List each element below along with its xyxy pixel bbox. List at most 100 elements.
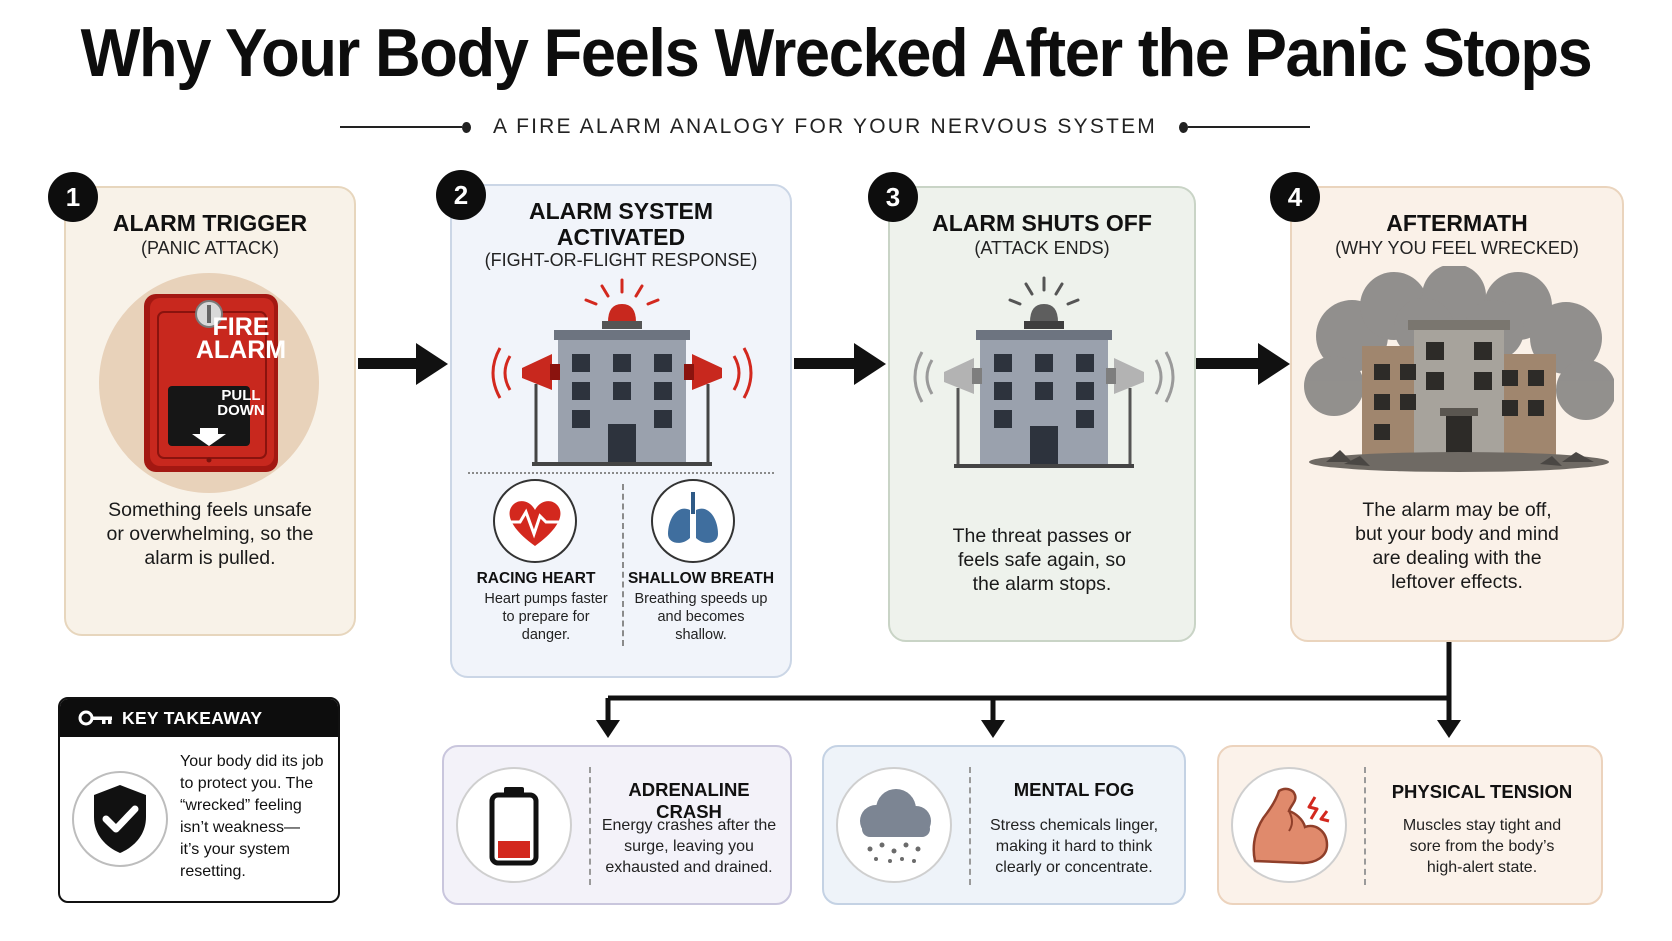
step-subtitle: (WHY YOU FEEL WRECKED) bbox=[1335, 238, 1579, 258]
effect-description: Muscles stay tight and sore from the bod… bbox=[1369, 815, 1595, 878]
step-title: AFTERMATH bbox=[1386, 210, 1528, 236]
fire-alarm-sign: FIRE ALARM bbox=[130, 313, 352, 364]
step-title-line: ACTIVATED bbox=[556, 224, 686, 250]
desc-line: Breathing speeds up bbox=[634, 591, 768, 607]
desc-line: the alarm stops. bbox=[972, 573, 1112, 595]
step-description: Something feels unsafe or overwhelming, … bbox=[66, 498, 354, 570]
takeaway-line: resetting. bbox=[180, 863, 246, 880]
takeaway-line: Your body did its job bbox=[180, 753, 324, 770]
step-card-alarm-shuts-off: ALARM SHUTS OFF (ATTACK ENDS) bbox=[888, 186, 1196, 642]
megaphone-left-off-icon bbox=[913, 351, 982, 464]
key-takeaway-box: KEY TAKEAWAY Your body did its job to pr… bbox=[58, 697, 340, 903]
desc-line: leftover effects. bbox=[1391, 571, 1523, 593]
effect-card-physical-tension: PHYSICAL TENSION Muscles stay tight and … bbox=[1217, 745, 1603, 905]
step-title: ALARM TRIGGER bbox=[112, 210, 308, 236]
key-takeaway-label: KEY TAKEAWAY bbox=[122, 708, 263, 728]
arrow-3-to-4 bbox=[1196, 343, 1290, 385]
desc-line: making it hard to think bbox=[995, 838, 1153, 855]
key-icon bbox=[78, 710, 112, 726]
shield-check-icon bbox=[72, 771, 168, 867]
desc-line: Stress chemicals linger, bbox=[989, 817, 1159, 834]
megaphone-right-icon bbox=[684, 347, 753, 462]
desc-line: sore from the body’s bbox=[1409, 838, 1555, 855]
page-subtitle: A FIRE ALARM ANALOGY FOR YOUR NERVOUS SY… bbox=[493, 115, 1157, 138]
desc-line: feels safe again, so bbox=[957, 549, 1127, 571]
storm-cloud-icon bbox=[860, 789, 931, 863]
pull-down-label-line: DOWN bbox=[217, 402, 265, 419]
step-description: The alarm may be off, but your body and … bbox=[1292, 498, 1622, 594]
aftermath-branch-lines bbox=[605, 642, 1452, 722]
effect-icon-frame bbox=[456, 767, 572, 883]
desc-line: Something feels unsafe bbox=[108, 499, 312, 521]
fire-alarm-sign-line: ALARM bbox=[195, 336, 287, 364]
takeaway-line: to protect you. The bbox=[180, 775, 314, 792]
step-title: ALARM SHUTS OFF bbox=[932, 210, 1152, 236]
megaphone-right-off-icon bbox=[1106, 351, 1175, 464]
symptom-divider bbox=[622, 484, 624, 646]
racing-heart-icon bbox=[493, 479, 577, 563]
megaphone-left-icon bbox=[491, 347, 560, 462]
fire-alarm-sign-line: FIRE bbox=[212, 313, 270, 341]
symptom-description: Heart pumps faster to prepare for danger… bbox=[466, 590, 626, 644]
subtitle-dot-left bbox=[462, 121, 472, 133]
effect-description: Stress chemicals linger, making it hard … bbox=[974, 815, 1174, 878]
arrow-1-to-2 bbox=[358, 343, 448, 385]
effect-divider bbox=[589, 767, 591, 885]
aftermath-branch-arrowheads bbox=[596, 720, 1461, 738]
pull-down-label: PULL DOWN bbox=[130, 388, 352, 418]
dotted-divider bbox=[468, 472, 774, 474]
takeaway-line: “wrecked” feeling bbox=[180, 797, 302, 814]
desc-line: Muscles stay tight and bbox=[1402, 817, 1562, 834]
step-title: ALARM SYSTEM ACTIVATED bbox=[452, 198, 790, 250]
desc-line: danger. bbox=[521, 627, 571, 643]
symptom-description: Breathing speeds up and becomes shallow. bbox=[620, 590, 782, 644]
effect-icon-frame bbox=[1231, 767, 1347, 883]
effect-icon-frame bbox=[836, 767, 952, 883]
symptom-title: SHALLOW BREATH bbox=[627, 570, 775, 587]
desc-line: are dealing with the bbox=[1372, 547, 1542, 569]
desc-line: but your body and mind bbox=[1355, 523, 1559, 545]
pull-down-label-line: PULL bbox=[221, 387, 261, 404]
effect-title: MENTAL FOG bbox=[1013, 779, 1135, 800]
desc-line: to prepare for bbox=[502, 609, 590, 625]
takeaway-line: isn’t weakness— bbox=[180, 819, 301, 836]
building-alarm-active-icon bbox=[491, 278, 753, 466]
key-takeaway-text: Your body did its job to protect you. Th… bbox=[180, 751, 336, 883]
effect-divider bbox=[969, 767, 971, 885]
battery-low-icon bbox=[489, 787, 539, 866]
effect-card-adrenaline-crash: ADRENALINE CRASH Energy crashes after th… bbox=[442, 745, 792, 905]
step-number-badge: 4 bbox=[1270, 172, 1320, 222]
key-takeaway-header: KEY TAKEAWAY bbox=[60, 699, 338, 737]
effect-card-mental-fog: MENTAL FOG Stress chemicals linger, maki… bbox=[822, 745, 1186, 905]
subtitle-rule-left bbox=[340, 126, 463, 128]
desc-line: clearly or concentrate. bbox=[995, 859, 1153, 876]
effect-divider bbox=[1364, 767, 1366, 885]
desc-line: or overwhelming, so the bbox=[106, 523, 314, 545]
desc-line: surge, leaving you bbox=[624, 838, 754, 855]
takeaway-line: it’s your system bbox=[180, 841, 290, 858]
lungs-icon bbox=[651, 479, 735, 563]
step-title-line: ALARM SYSTEM bbox=[529, 198, 713, 224]
building-alarm-off-icon bbox=[913, 276, 1175, 468]
effect-title: ADRENALINE CRASH bbox=[628, 779, 750, 822]
desc-line: The threat passes or bbox=[952, 525, 1132, 547]
effect-description: Energy crashes after the surge, leaving … bbox=[594, 815, 784, 878]
desc-line: alarm is pulled. bbox=[144, 547, 276, 569]
desc-line: The alarm may be off, bbox=[1362, 499, 1552, 521]
arrow-2-to-3 bbox=[794, 343, 886, 385]
step-card-aftermath: AFTERMATH (WHY YOU FEEL WRECKED) bbox=[1290, 186, 1624, 642]
step-number-badge: 2 bbox=[436, 170, 486, 220]
step-card-alarm-trigger: ALARM TRIGGER (PANIC ATTACK) FIRE ALARM … bbox=[64, 186, 356, 636]
step-description: The threat passes or feels safe again, s… bbox=[890, 524, 1194, 596]
desc-line: Energy crashes after the bbox=[601, 817, 777, 834]
flexed-arm-icon bbox=[1252, 787, 1330, 865]
step-number-badge: 3 bbox=[868, 172, 918, 222]
step-card-alarm-activated: ALARM SYSTEM ACTIVATED (FIGHT-OR-FLIGHT … bbox=[450, 184, 792, 678]
effect-title: PHYSICAL TENSION bbox=[1391, 781, 1573, 802]
subtitle-dot-right bbox=[1178, 121, 1188, 133]
symptom-title: RACING HEART bbox=[476, 570, 596, 587]
page-title: Why Your Body Feels Wrecked After the Pa… bbox=[80, 15, 1593, 91]
desc-line: shallow. bbox=[675, 627, 727, 643]
desc-line: and becomes bbox=[657, 609, 745, 625]
